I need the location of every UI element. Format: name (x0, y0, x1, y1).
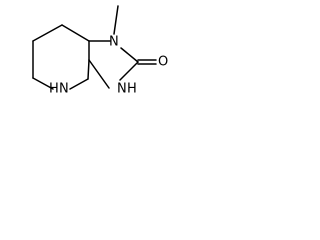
atom-oxygen: O (158, 55, 168, 70)
atom-n-methyl: N (109, 35, 119, 50)
atom-n-ring: N (59, 82, 69, 97)
imidazolidinone-ring (88, 40, 139, 89)
bond-n1-c2 (120, 47, 139, 63)
atom-h-ring: H (49, 82, 59, 97)
atom-h-imidazole: H (127, 82, 137, 97)
chemical-structure-diagram: N N H H N O (32, 5, 168, 97)
bond-c2-n3 (119, 61, 139, 81)
bond-c5-nh (32, 77, 54, 90)
bond-c7-c6 (32, 24, 63, 42)
bond-n1-methyl (113, 5, 119, 35)
atom-n-imidazole: N (117, 82, 127, 97)
bond-nh-c4 (69, 78, 89, 90)
bond-c4-c3a (87, 59, 90, 80)
bond-n3-c3a (88, 59, 110, 89)
piperidine-ring (32, 24, 90, 90)
bond-c7a-c7 (61, 24, 90, 42)
